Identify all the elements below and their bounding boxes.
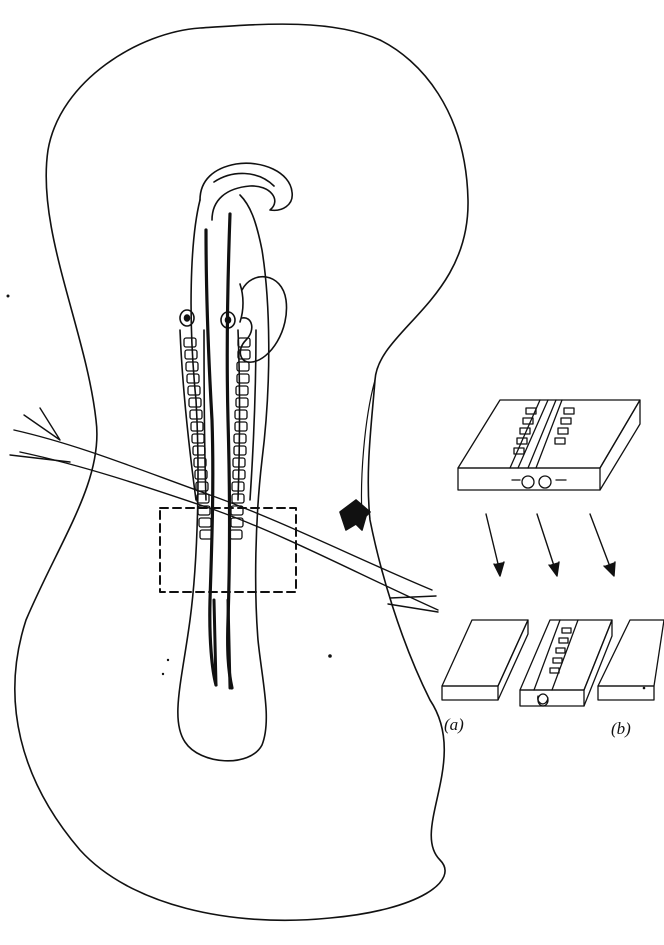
head-fold (200, 163, 292, 220)
embryo-body (178, 195, 269, 761)
blood-vessel (10, 408, 438, 612)
pointer-arrow (340, 500, 370, 530)
stray-marks (7, 295, 646, 690)
somite (193, 446, 205, 455)
somite (187, 374, 199, 383)
somite (236, 398, 248, 407)
tissue-piece-a (442, 620, 528, 700)
somite (185, 350, 197, 359)
dissection-arrows (486, 514, 615, 576)
label-b: (b) (611, 720, 631, 737)
arrow (590, 514, 612, 572)
somite (197, 494, 209, 503)
label-a: (a) (444, 716, 464, 733)
somite (186, 362, 198, 371)
arrow (537, 514, 556, 572)
embryo-outline (15, 24, 468, 920)
somite (184, 338, 196, 347)
somite (189, 398, 201, 407)
somite (236, 386, 248, 395)
somite (230, 530, 242, 539)
somite (235, 422, 247, 431)
neural-groove-tail (214, 600, 230, 688)
explant-block (458, 400, 640, 490)
head-fold-inner (214, 173, 274, 186)
somite (199, 518, 211, 527)
somite (235, 410, 247, 419)
somite (188, 386, 200, 395)
